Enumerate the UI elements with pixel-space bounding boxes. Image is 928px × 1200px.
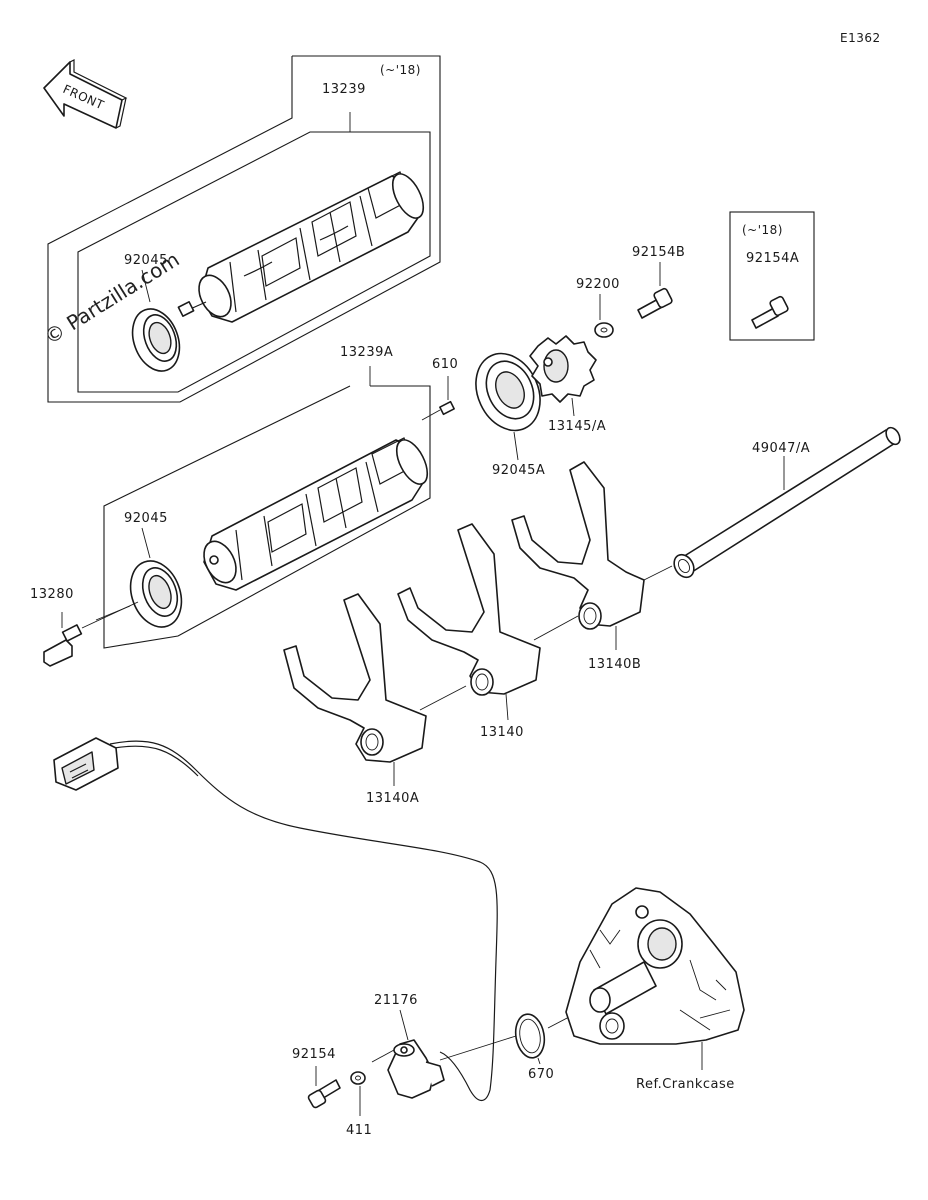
shaft-49047A: 49047/A <box>95 426 901 711</box>
shift-fork-13140B: 13140B <box>511 461 645 672</box>
shift-fork-13140: 13140 <box>397 523 541 740</box>
pin-610: 610 <box>421 357 458 421</box>
crankcase-reference: Ref.Crankcase <box>565 887 745 1092</box>
label-92045A: 92045A <box>492 463 545 478</box>
label-13140A: 13140A <box>366 791 419 806</box>
frame-92154A: (~'18) 92154A <box>729 211 815 341</box>
label-92045-mid: 92045 <box>124 511 168 526</box>
shift-drum-top <box>177 171 425 323</box>
label-49047A: 49047/A <box>752 441 810 456</box>
washer-411: 411 <box>346 1071 372 1138</box>
label-13239: 13239 <box>322 82 366 97</box>
shift-drum-mid <box>203 437 429 591</box>
plug-13280: 13280 <box>30 587 139 667</box>
label-92200: 92200 <box>576 277 620 292</box>
top-frame-year: (~'18) <box>380 63 421 77</box>
label-92045-top: 92045 <box>124 253 168 268</box>
label-13140B: 13140B <box>588 657 641 672</box>
label-670: 670 <box>528 1067 554 1082</box>
label-13239A: 13239A <box>340 345 393 360</box>
label-21176: 21176 <box>374 993 418 1008</box>
label-92154B: 92154B <box>632 245 685 260</box>
washer-92200: 92200 <box>576 277 620 338</box>
bolt-92154B: 92154B <box>632 245 685 319</box>
gear-position-sensor-21176: 21176 <box>53 737 498 1102</box>
bearing-92045-mid: 92045 <box>124 511 183 628</box>
top-assembly-frame: (~'18) 13239 <box>47 55 441 403</box>
label-610: 610 <box>432 357 458 372</box>
label-411: 411 <box>346 1123 372 1138</box>
label-13280: 13280 <box>30 587 74 602</box>
label-92154: 92154 <box>292 1047 336 1062</box>
bolt-92154: 92154 <box>292 1047 341 1109</box>
bearing-92045A: 92045A <box>475 352 545 478</box>
label-13140: 13140 <box>480 725 524 740</box>
sprocket-13145A: 13145/A <box>529 335 606 434</box>
label-ref-crankcase: Ref.Crankcase <box>636 1077 735 1092</box>
diagram-id: E1362 <box>840 31 881 45</box>
shift-fork-13140A: 13140A <box>283 593 427 806</box>
label-92154A: 92154A <box>746 251 799 266</box>
front-arrow-icon: FRONT <box>43 59 128 129</box>
right-frame-year: (~'18) <box>742 223 783 237</box>
label-13145A: 13145/A <box>548 419 606 434</box>
mid-assembly-frame: 13239A <box>103 345 431 649</box>
bearing-92045-top: 92045 <box>124 253 181 372</box>
